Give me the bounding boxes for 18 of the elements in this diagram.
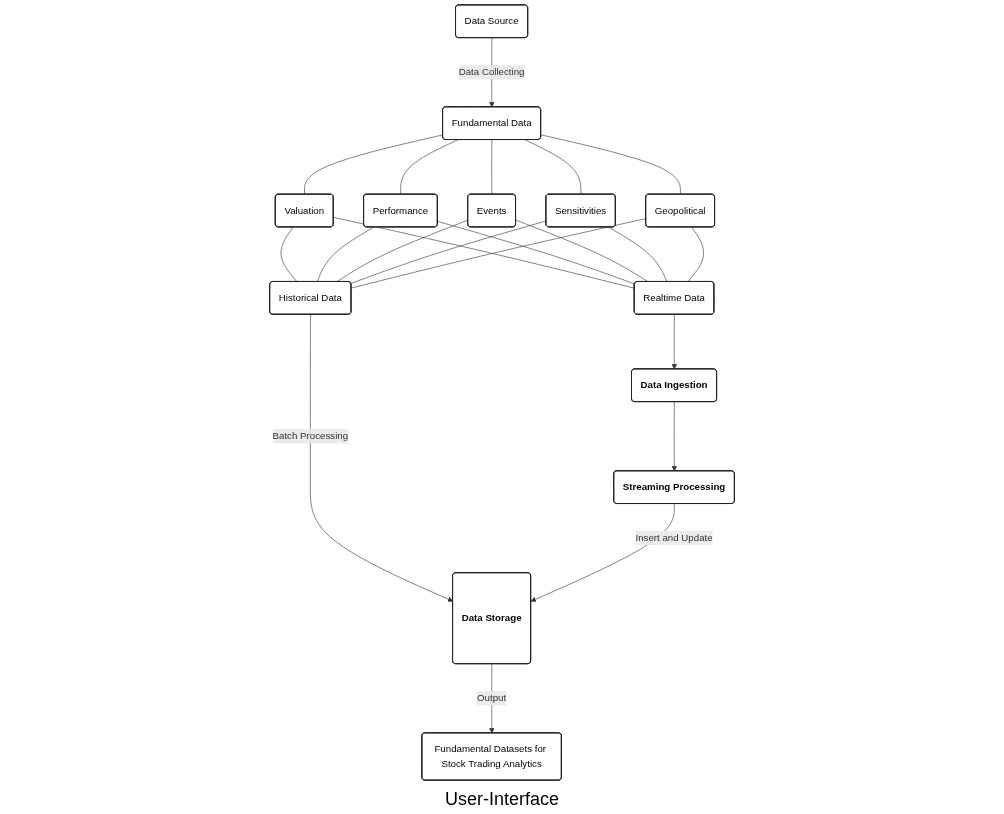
connector [336, 219, 469, 283]
connector [515, 219, 649, 283]
connector [350, 220, 547, 284]
note-text: User-Interface [444, 789, 559, 810]
connector [687, 226, 704, 283]
connector [491, 139, 493, 195]
connector [540, 134, 681, 195]
edge-label: Insert and Update [635, 532, 713, 543]
edge-label: Batch Processing [272, 430, 349, 442]
connector [524, 139, 582, 195]
connector [316, 226, 374, 283]
connector [400, 139, 458, 195]
connector [304, 134, 444, 195]
connector [280, 226, 298, 283]
edge-label: Output [477, 692, 507, 704]
edge-label: Data Collecting [458, 66, 525, 78]
connector [437, 221, 635, 285]
connector [608, 226, 668, 283]
